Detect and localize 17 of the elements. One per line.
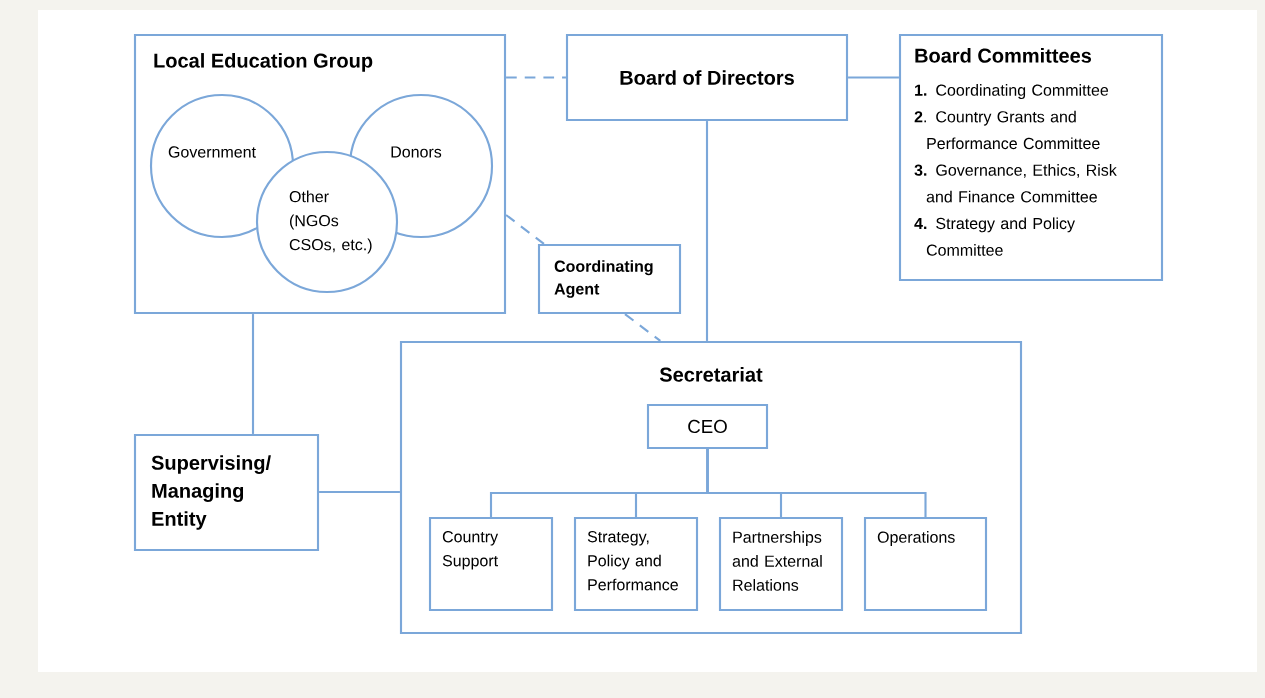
connector-line (251, 314, 255, 434)
ceo-box: CEO (646, 403, 769, 450)
connector-line (506, 76, 566, 79)
board-box: Board of Directors (565, 33, 849, 122)
connector-line (319, 490, 400, 494)
connector-line (706, 449, 927, 517)
department-box: Partnerships and External Relations (718, 516, 844, 612)
entity-box: Supervising/ Managing Entity (133, 433, 320, 552)
committees-box: Board Committees 1. Coordinating Committee 2. Country Grants and Performance Committee 3. Governance, Ethics, Risk and Finance Committee 4. Strategy and Policy Committee (898, 33, 1164, 282)
connector-line (848, 76, 899, 79)
connector-line (624, 313, 661, 342)
department-box: Operations (863, 516, 988, 612)
agent-box: Coordinating Agent (537, 243, 682, 315)
department-box: Country Support (428, 516, 554, 612)
department-box: Strategy, Policy and Performance (573, 516, 699, 612)
connector-line (505, 214, 545, 245)
connector-line (705, 121, 709, 341)
